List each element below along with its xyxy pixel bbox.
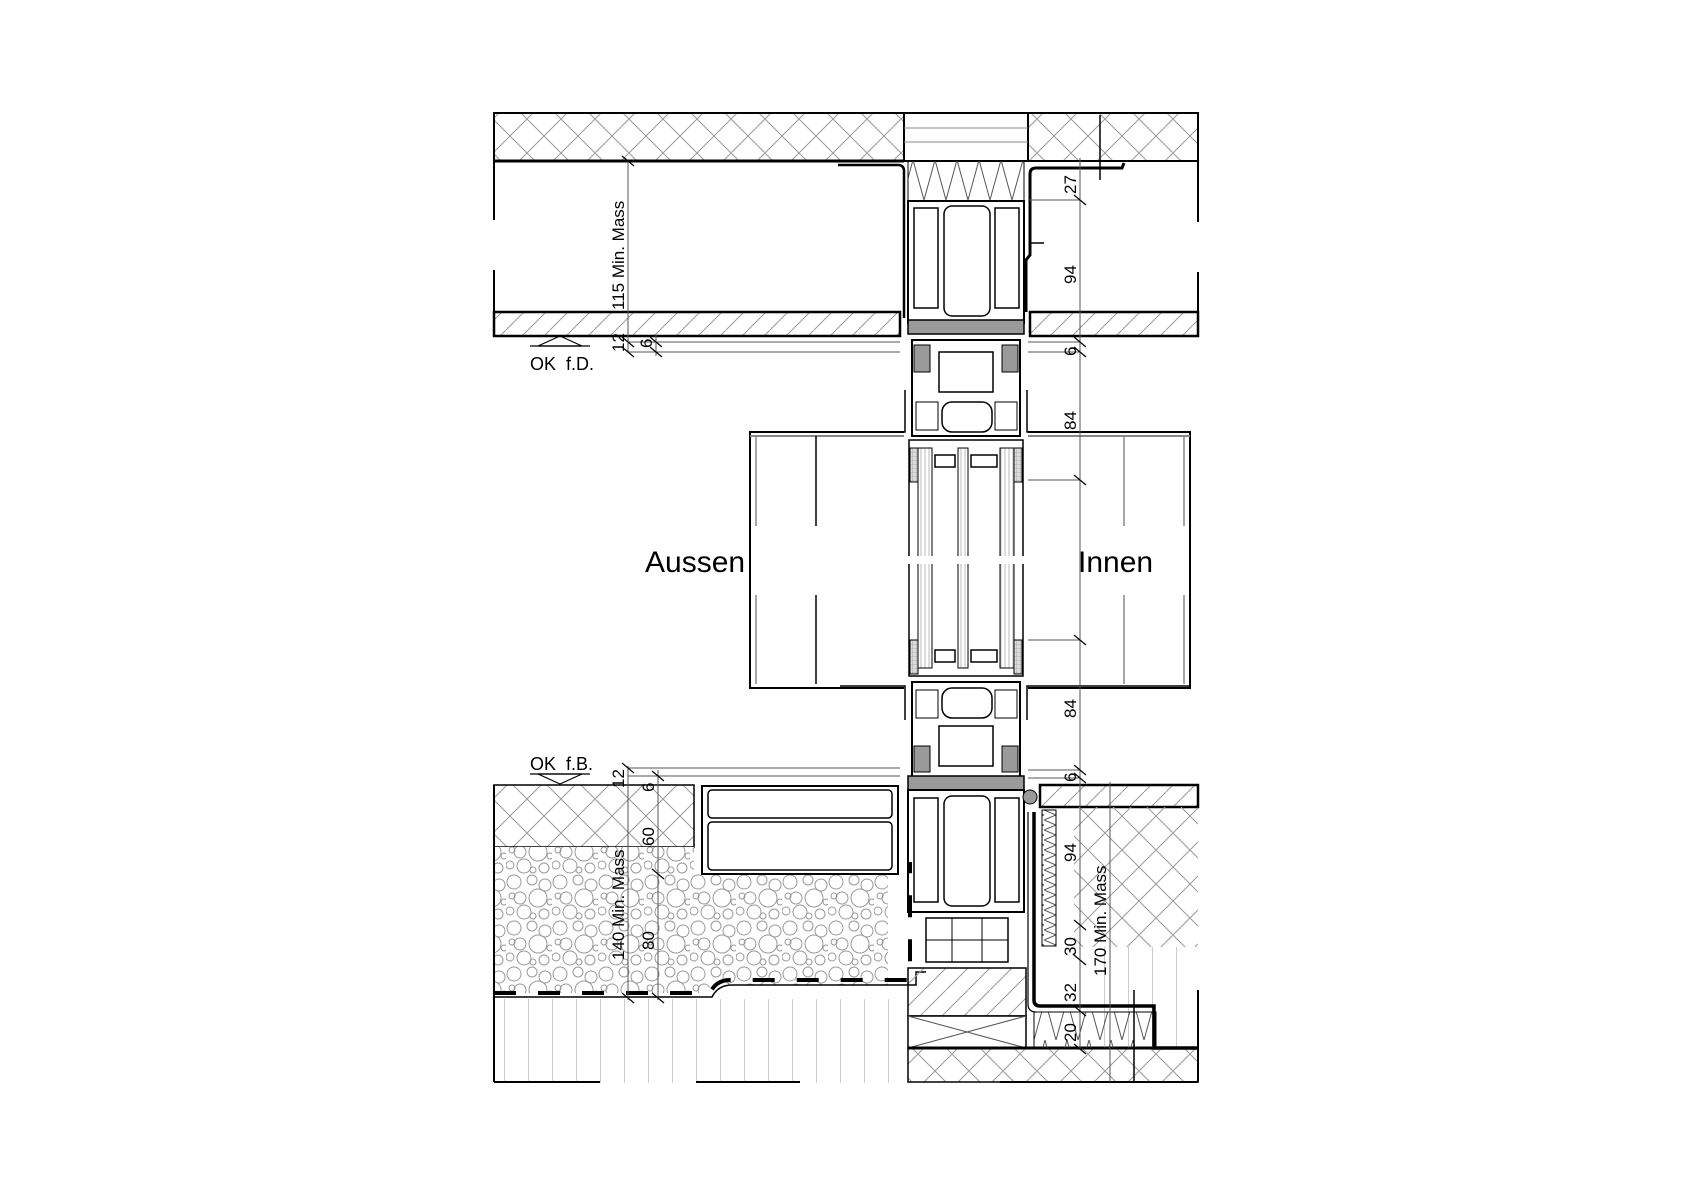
sash-lower-profile [840, 681, 1190, 779]
floor-finish-right [1038, 783, 1200, 809]
sill-inside [907, 783, 1200, 1083]
dim-84-upper: 84 [1061, 411, 1080, 430]
level-marker-bottom [530, 773, 590, 785]
dim-94-sill: 94 [1061, 843, 1080, 862]
label-ok-fd: OK f.D. [530, 354, 594, 374]
head-masonry-left [493, 112, 905, 162]
dimension-lines [627, 158, 1111, 1082]
sill-base-left [494, 999, 904, 1083]
screed-right [1074, 807, 1198, 947]
dim-84-lower: 84 [1061, 699, 1080, 718]
dim-27: 27 [1061, 175, 1080, 194]
wall-outline-outside [749, 431, 904, 689]
dim-94-head: 94 [1061, 265, 1080, 284]
dim-head-12: 12 [609, 333, 628, 352]
gravel-fill [494, 847, 888, 993]
dim-head-right-6: 6 [1061, 347, 1080, 356]
sash-upper-profile [840, 339, 1190, 437]
head-insulation [907, 160, 1025, 202]
level-marker-top [530, 335, 590, 347]
label-outside: Aussen [645, 546, 745, 579]
dim-170-min: 170 Min. Mass [1091, 865, 1110, 976]
dim-32: 32 [1061, 983, 1080, 1002]
sill-outside [493, 784, 926, 1083]
label-ok-fb: OK f.B. [530, 754, 593, 774]
head-masonry-right [1027, 112, 1199, 162]
dim-sill-6: 6 [639, 783, 658, 792]
dim-115-min: 115 Min. Mass [609, 201, 628, 310]
dimension-ticks [621, 155, 1087, 1055]
dim-140-min: 140 Min. Mass [609, 849, 628, 960]
head-board-right [1028, 310, 1200, 338]
dim-60: 60 [639, 827, 658, 846]
wall-outline-inside [1028, 431, 1191, 689]
sill-wood-block [907, 967, 1027, 1017]
head-board-left [492, 310, 902, 338]
head-section [492, 112, 1200, 338]
dim-30: 30 [1061, 937, 1080, 956]
dim-80: 80 [639, 931, 658, 950]
dim-head-6: 6 [637, 339, 656, 348]
floor-slab [907, 1047, 1199, 1083]
sill-screed-left [493, 784, 695, 848]
dim-sill-12: 12 [609, 769, 628, 788]
dim-sill-right-6: 6 [1061, 773, 1080, 782]
head-lintel [903, 112, 1029, 162]
window-frame-sill [907, 775, 1025, 963]
dim-20: 20 [1061, 1023, 1080, 1042]
triple-glazing-unit [904, 439, 1028, 677]
label-inside: Innen [1078, 546, 1153, 579]
window-frame-head [907, 200, 1025, 335]
